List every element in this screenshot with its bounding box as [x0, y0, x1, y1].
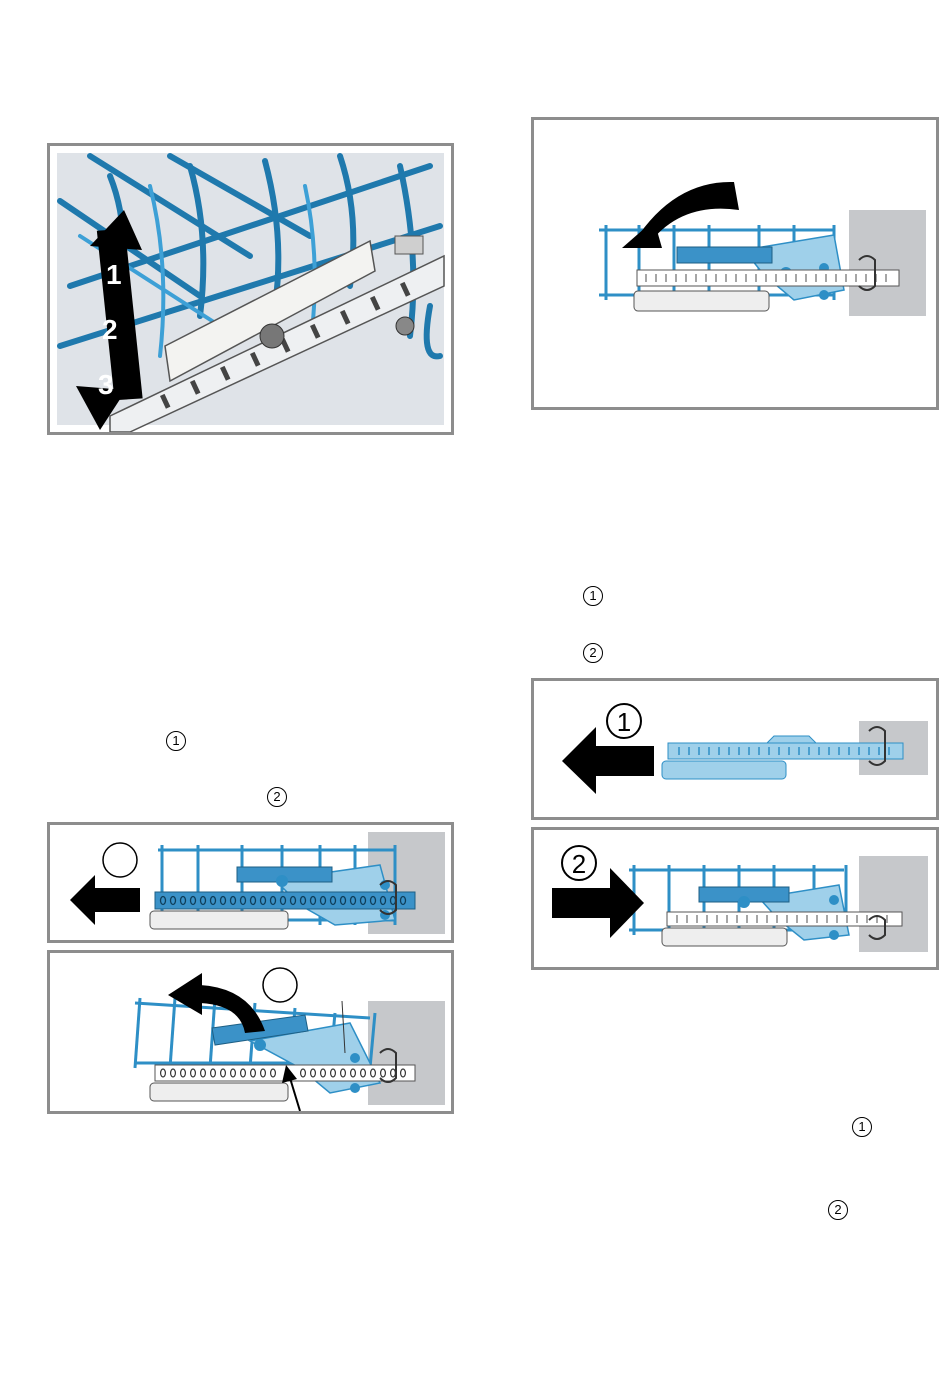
step-marker-2: 2: [267, 787, 287, 807]
step-marker-1: 1: [166, 731, 186, 751]
step-marker-2: 2: [828, 1200, 848, 1220]
left-arrow-icon: [70, 875, 140, 925]
rack-height-illustration: 1 2 3: [50, 146, 451, 432]
left-arrow-icon: [562, 727, 654, 794]
figure-rack-height: 1 2 3: [47, 143, 454, 435]
height-level-3: 3: [98, 369, 114, 400]
step-circle-empty: [103, 843, 137, 877]
pull-rack-illustration: [50, 825, 451, 940]
step-marker-1: 1: [583, 586, 603, 606]
step-marker-2: 2: [583, 643, 603, 663]
figure-pull-step-1: 1: [531, 678, 939, 820]
figure-pull-rack: [47, 822, 454, 943]
height-level-2: 2: [102, 314, 118, 345]
figure-rotate-lever: [531, 117, 939, 410]
step-2-label: 2: [572, 849, 586, 879]
lift-lever-illustration: [50, 953, 451, 1111]
step-circle-empty: [263, 968, 297, 1002]
curved-arrow-icon: [622, 182, 739, 248]
curved-arrow-icon: [168, 973, 265, 1033]
push-step-2-illustration: 2: [534, 830, 936, 967]
figure-push-step-2: 2: [531, 827, 939, 970]
figure-lift-lever: [47, 950, 454, 1114]
pull-step-1-illustration: 1: [534, 681, 936, 817]
step-marker-1: 1: [852, 1117, 872, 1137]
right-arrow-icon: [552, 868, 644, 938]
step-1-label: 1: [617, 707, 631, 737]
height-level-1: 1: [106, 259, 122, 290]
rotate-lever-illustration: [534, 120, 936, 407]
